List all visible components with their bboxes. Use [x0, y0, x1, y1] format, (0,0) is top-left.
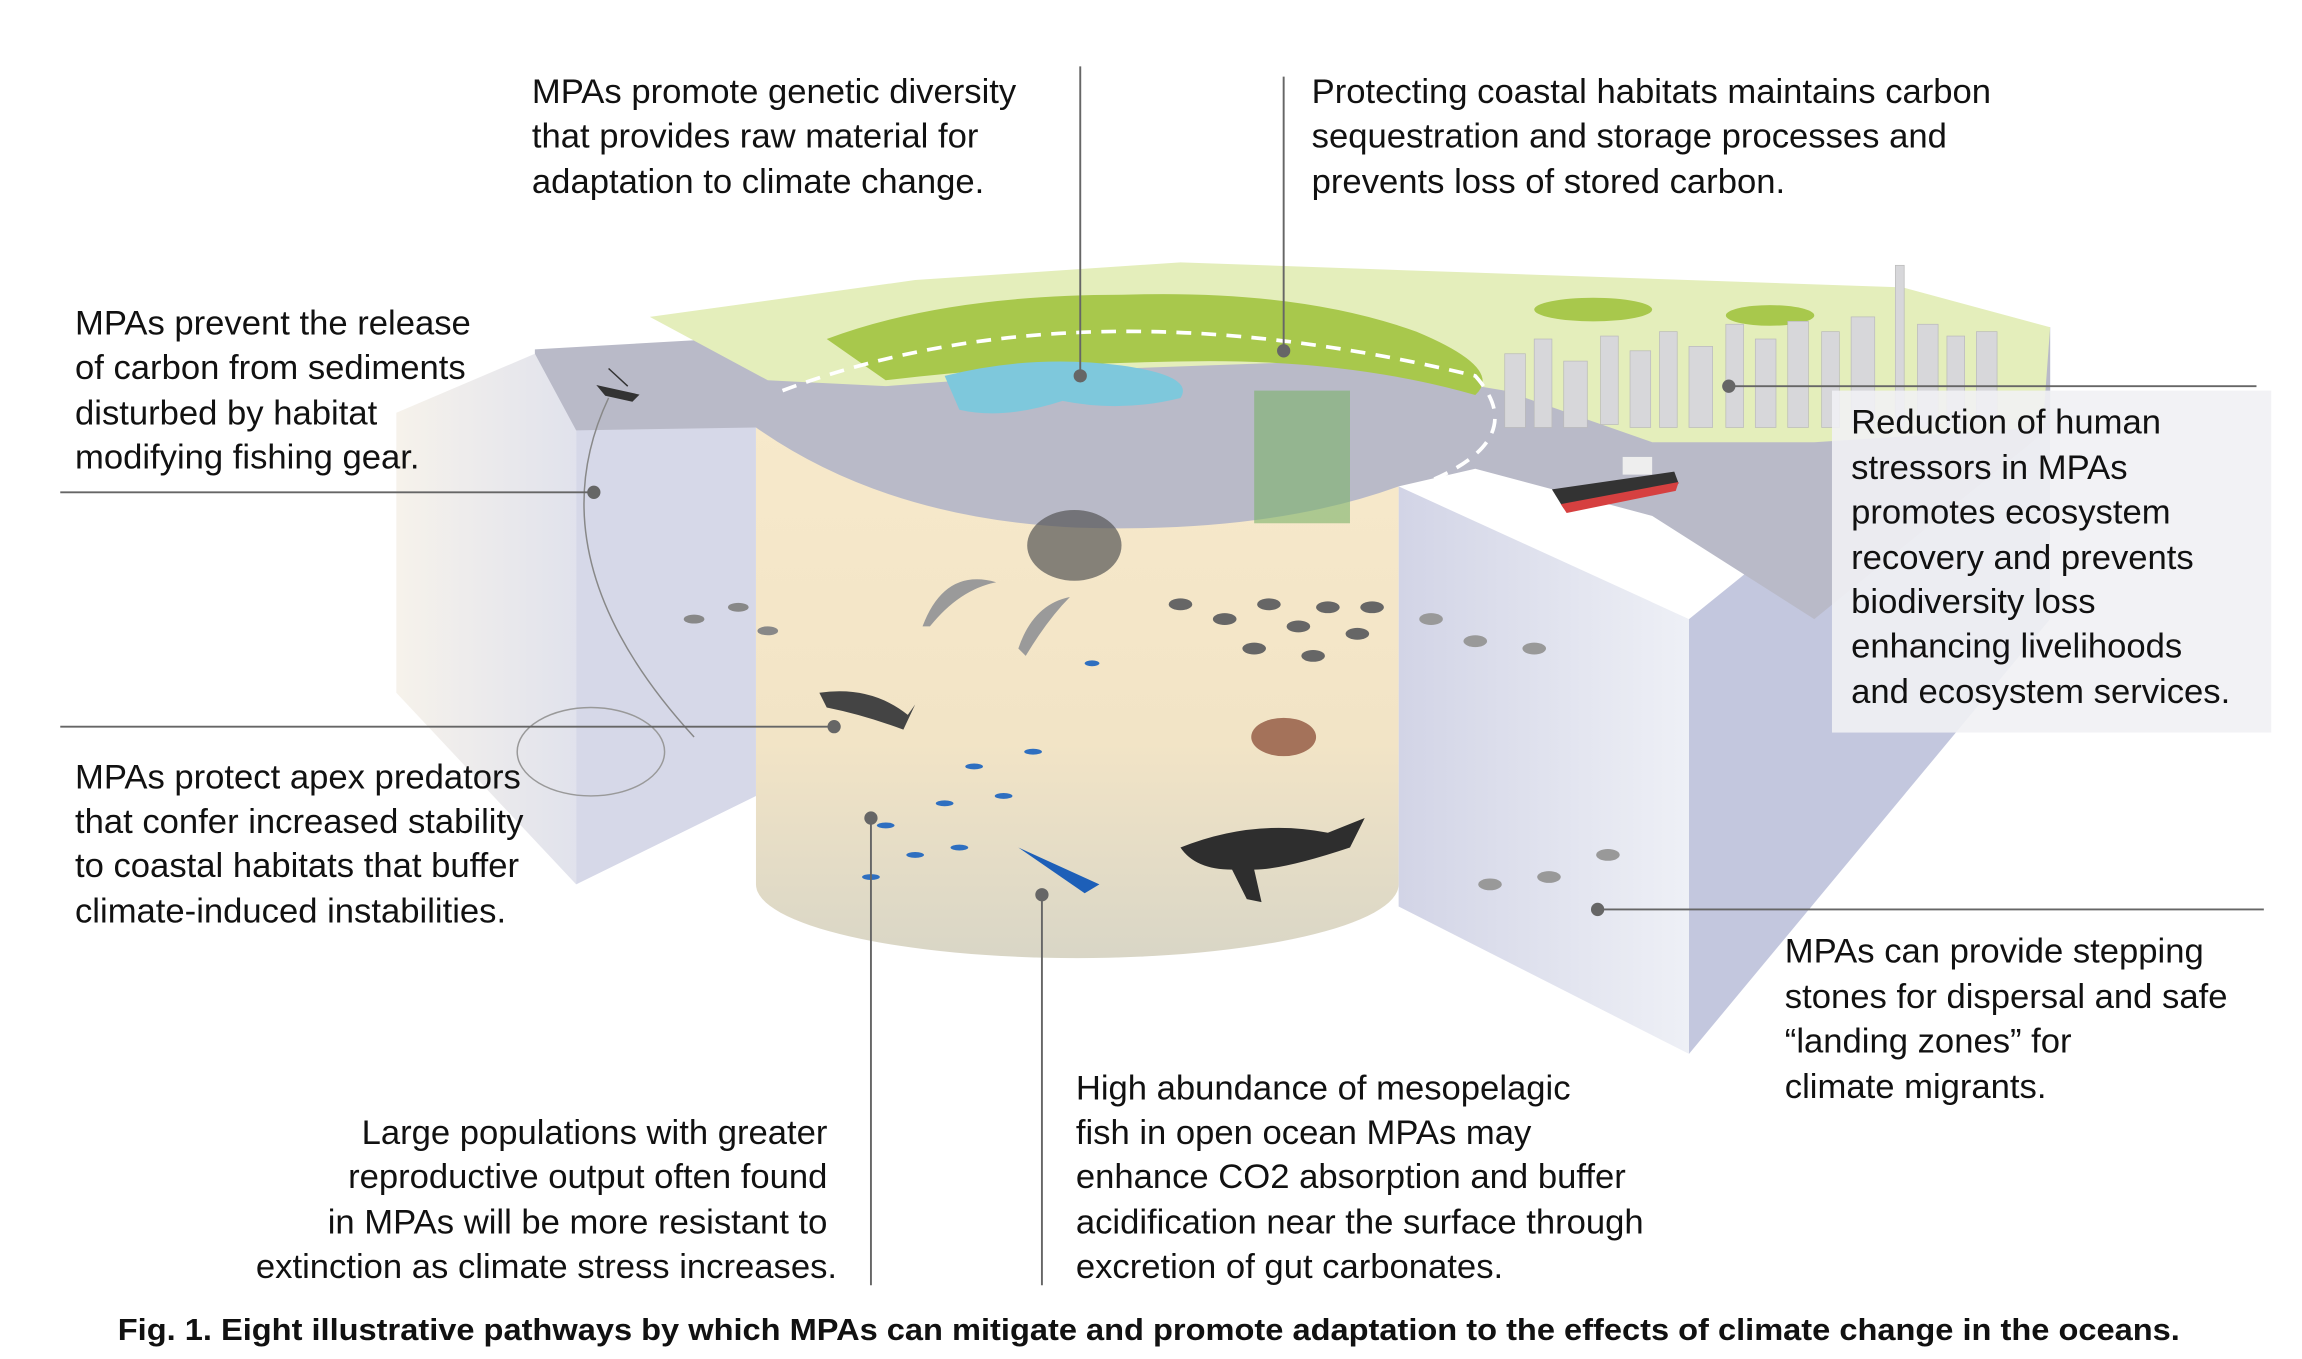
label-human-stressors: Reduction of human stressors in MPAs pro…: [1851, 403, 2230, 711]
shark-icon: [819, 691, 916, 730]
humpback-whale-icon: [1180, 818, 1365, 903]
cargo-ship-icon: [1551, 456, 1679, 513]
vegetation-patch: [1534, 297, 1653, 322]
dolphin-icon: [1018, 596, 1070, 656]
water-column-cylinder: [755, 420, 1399, 959]
dolphin-icon: [922, 579, 997, 627]
leader-lines: [60, 66, 2264, 1286]
label-apex-predators: MPAs protect apex predators that confer …: [75, 759, 533, 931]
label-coastal-habitats: Protecting coastal habitats maintains ca…: [1312, 73, 2001, 201]
fish-bait-ball: [1027, 509, 1122, 581]
fishing-boat-icon: [596, 367, 640, 402]
grey-fish-school: [683, 598, 1620, 891]
label-genetic-diversity: MPAs promote genetic diversity that prov…: [532, 73, 1026, 201]
sea-turtle-icon: [1251, 717, 1317, 757]
label-stepping-stones: MPAs can provide stepping stones for dis…: [1785, 933, 2237, 1107]
coral-reef: [944, 361, 1183, 414]
marlin-icon: [1018, 847, 1100, 894]
left-side-face: [396, 353, 577, 885]
label-large-populations: Large populations with greater reproduct…: [256, 1114, 837, 1286]
trawl-line: [583, 397, 695, 738]
kelp-forest: [1254, 390, 1350, 524]
left-front-face: [576, 412, 756, 885]
label-sediments: MPAs prevent the release of carbon from …: [75, 305, 480, 477]
mpa-boundary-dashed: [781, 329, 1497, 489]
vegetation-patch: [1725, 305, 1815, 326]
trawl-net-icon: [516, 706, 666, 797]
label-panel-human-stressors: [1831, 390, 2272, 733]
figure-caption: Fig. 1. Eight illustrative pathways by w…: [118, 1314, 2180, 1347]
right-front-face: [1398, 486, 1689, 1054]
label-mesopelagic: High abundance of mesopelagic fish in op…: [1076, 1070, 1653, 1286]
coastal-city: [1504, 264, 1998, 428]
